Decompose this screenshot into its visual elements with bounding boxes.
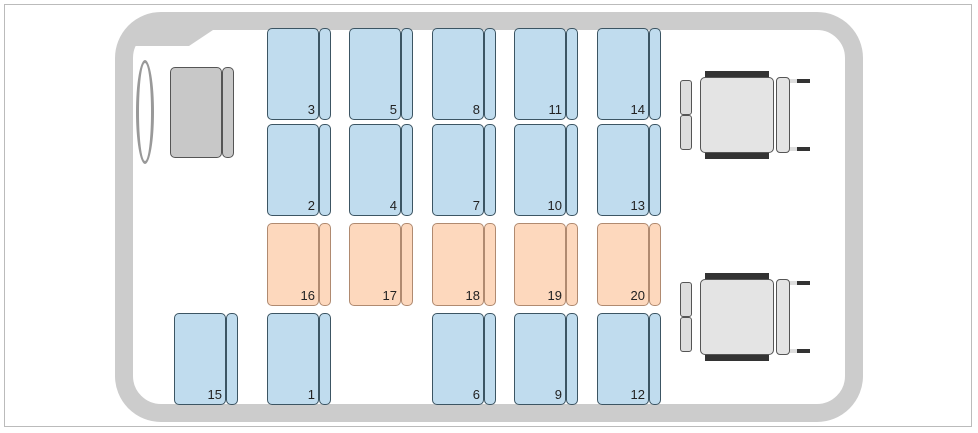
seat-17[interactable]: 17	[349, 223, 413, 306]
seat-cushion	[432, 313, 484, 405]
seat-number: 7	[472, 198, 480, 213]
seat-5[interactable]: 5	[349, 28, 413, 120]
steering-wheel-icon	[136, 60, 154, 164]
seat-back	[319, 124, 331, 216]
seat-number: 10	[547, 198, 562, 213]
seat-6[interactable]: 6	[432, 313, 496, 405]
lounge-chair-icon	[680, 269, 810, 365]
seat-cushion	[432, 223, 484, 306]
seat-back	[484, 124, 496, 216]
seat-11[interactable]: 11	[514, 28, 578, 120]
seat-back	[319, 223, 331, 306]
seat-cushion	[349, 124, 401, 216]
seat-number: 16	[300, 288, 315, 303]
seat-number: 12	[630, 387, 645, 402]
seat-cushion	[514, 313, 566, 405]
seat-20[interactable]: 20	[597, 223, 661, 306]
seat-19[interactable]: 19	[514, 223, 578, 306]
seat-cushion	[432, 28, 484, 120]
seat-back	[401, 28, 413, 120]
seat-15[interactable]: 15	[174, 313, 238, 405]
seat-number: 13	[630, 198, 645, 213]
seat-13[interactable]: 13	[597, 124, 661, 216]
seat-back	[319, 28, 331, 120]
seat-back	[649, 223, 661, 306]
seat-back	[649, 313, 661, 405]
seat-back	[566, 28, 578, 120]
seat-back	[226, 313, 238, 405]
seat-number: 9	[554, 387, 562, 402]
seat-number: 15	[207, 387, 222, 402]
seat-number: 5	[389, 102, 397, 117]
seat-number: 6	[472, 387, 480, 402]
seat-16[interactable]: 16	[267, 223, 331, 306]
seat-number: 3	[307, 102, 315, 117]
seat-number: 19	[547, 288, 562, 303]
seat-back	[649, 124, 661, 216]
seat-back	[401, 124, 413, 216]
seat-number: 14	[630, 102, 645, 117]
seat-cushion	[349, 223, 401, 306]
driver-seat	[170, 67, 234, 158]
seat-cushion	[597, 124, 649, 216]
seat-cushion	[432, 124, 484, 216]
seat-18[interactable]: 18	[432, 223, 496, 306]
seat-number: 17	[382, 288, 397, 303]
seat-back	[401, 223, 413, 306]
seat-back	[484, 313, 496, 405]
seat-cushion	[349, 28, 401, 120]
seat-cushion	[514, 124, 566, 216]
seat-number: 11	[548, 102, 563, 117]
seat-cushion	[597, 313, 649, 405]
seat-7[interactable]: 7	[432, 124, 496, 216]
seat-map-frame	[4, 4, 972, 427]
seat-back	[484, 28, 496, 120]
seat-10[interactable]: 10	[514, 124, 578, 216]
seat-back	[566, 124, 578, 216]
seat-8[interactable]: 8	[432, 28, 496, 120]
seat-3[interactable]: 3	[267, 28, 331, 120]
seat-back	[649, 28, 661, 120]
seat-12[interactable]: 12	[597, 313, 661, 405]
bus-door-notch	[133, 30, 213, 46]
seat-14[interactable]: 14	[597, 28, 661, 120]
seat-back	[566, 223, 578, 306]
seat-4[interactable]: 4	[349, 124, 413, 216]
lounge-chair-icon	[680, 67, 810, 163]
seat-cushion	[267, 313, 319, 405]
seat-cushion	[514, 28, 566, 120]
seat-back	[484, 223, 496, 306]
seat-number: 1	[307, 387, 315, 402]
seat-cushion	[514, 223, 566, 306]
seat-number: 18	[465, 288, 480, 303]
seat-back	[566, 313, 578, 405]
seat-cushion	[597, 28, 649, 120]
seat-2[interactable]: 2	[267, 124, 331, 216]
seat-number: 4	[389, 198, 397, 213]
seat-cushion	[597, 223, 649, 306]
seat-number: 2	[307, 198, 315, 213]
seat-cushion	[267, 223, 319, 306]
seat-1[interactable]: 1	[267, 313, 331, 405]
seat-back	[319, 313, 331, 405]
seat-cushion	[267, 28, 319, 120]
seat-number: 8	[472, 102, 480, 117]
seat-cushion	[174, 313, 226, 405]
seat-number: 20	[630, 288, 645, 303]
seat-9[interactable]: 9	[514, 313, 578, 405]
seat-cushion	[267, 124, 319, 216]
